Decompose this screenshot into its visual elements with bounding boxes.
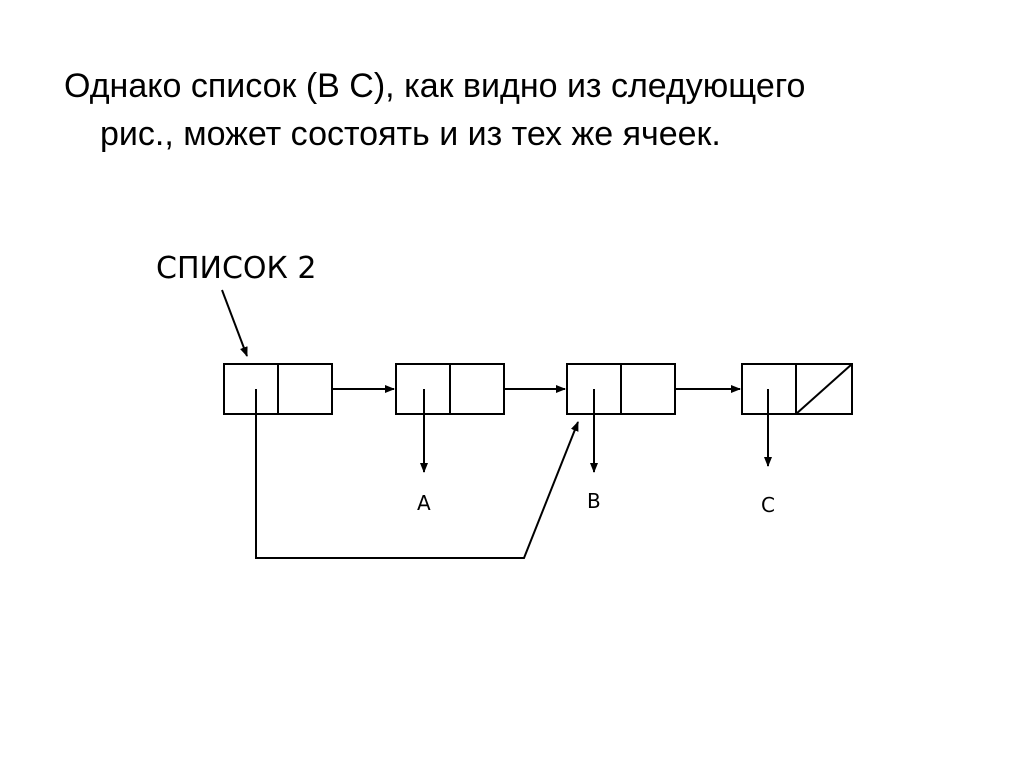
atom-label-a: A — [417, 491, 431, 515]
car-arrow-cell-1-to-cell-3 — [255, 389, 579, 559]
paragraph-line-1: Однако список (В С), как видно из следую… — [64, 67, 806, 105]
cons-cell-4 — [741, 363, 853, 415]
paragraph-line-2: рис., может состоять и из тех же ячеек. — [100, 115, 721, 153]
nil-slash — [795, 363, 853, 415]
label-pointer-arrow — [221, 289, 248, 357]
cons-cell-2 — [395, 363, 505, 415]
list-label: СПИСОК 2 — [156, 251, 316, 286]
cons-cell-3 — [566, 363, 676, 415]
cons-cell-1 — [223, 363, 333, 415]
atom-label-c: C — [761, 493, 775, 517]
atom-label-b: B — [587, 489, 601, 513]
slide-paragraph: Однако список (В С), как видно из следую… — [64, 62, 964, 158]
